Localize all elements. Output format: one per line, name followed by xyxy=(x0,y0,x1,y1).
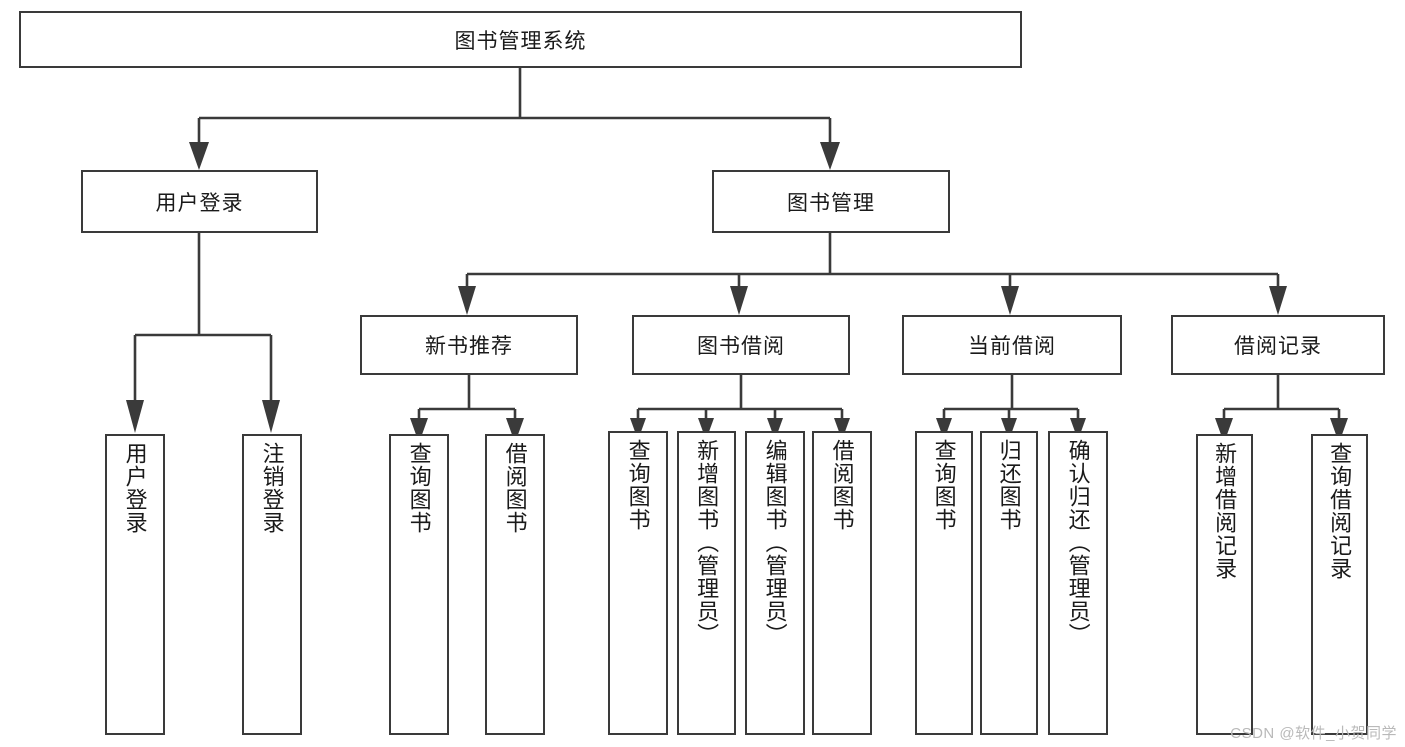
node-borrow-record[interactable]: 借阅记录 xyxy=(1171,315,1385,375)
node-book-management[interactable]: 图书管理 xyxy=(712,170,950,233)
leaf-recommend-borrow-book[interactable]: 借阅图书 xyxy=(485,434,545,735)
node-label: 查询图书 xyxy=(406,442,432,534)
node-label: 编辑图书（管理员） xyxy=(762,439,788,646)
leaf-current-return-book[interactable]: 归还图书 xyxy=(980,431,1038,735)
node-label: 当前借阅 xyxy=(968,335,1056,358)
leaf-borrow-query-book[interactable]: 查询图书 xyxy=(608,431,668,735)
node-new-book-recommend[interactable]: 新书推荐 xyxy=(360,315,578,375)
leaf-current-query-book[interactable]: 查询图书 xyxy=(915,431,973,735)
leaf-borrow-borrow-book[interactable]: 借阅图书 xyxy=(812,431,872,735)
node-label: 图书管理 xyxy=(787,191,875,215)
leaf-record-query-borrow-record[interactable]: 查询借阅记录 xyxy=(1311,434,1368,735)
leaf-user-login-signin[interactable]: 用户登录 xyxy=(105,434,165,735)
watermark-text: CSDN @软件_小贺同学 xyxy=(1230,725,1397,742)
node-label: 用户登录 xyxy=(155,191,244,215)
node-label: 图书借阅 xyxy=(697,335,785,358)
leaf-borrow-edit-book-admin[interactable]: 编辑图书（管理员） xyxy=(745,431,805,735)
node-label: 查询图书 xyxy=(931,439,957,531)
node-label: 借阅记录 xyxy=(1234,335,1322,358)
node-current-borrow[interactable]: 当前借阅 xyxy=(902,315,1122,375)
node-label: 借阅图书 xyxy=(502,442,528,534)
node-label: 新增图书（管理员） xyxy=(694,439,720,646)
node-book-borrow[interactable]: 图书借阅 xyxy=(632,315,850,375)
node-user-login[interactable]: 用户登录 xyxy=(81,170,318,233)
node-label: 新书推荐 xyxy=(425,335,513,358)
leaf-recommend-query-book[interactable]: 查询图书 xyxy=(389,434,449,735)
node-label: 用户登录 xyxy=(122,442,148,534)
leaf-borrow-add-book-admin[interactable]: 新增图书（管理员） xyxy=(677,431,736,735)
node-root-system[interactable]: 图书管理系统 xyxy=(19,11,1022,68)
node-label: 查询图书 xyxy=(625,439,651,531)
node-label: 确认归还（管理员） xyxy=(1065,439,1091,646)
leaf-current-confirm-return-admin[interactable]: 确认归还（管理员） xyxy=(1048,431,1108,735)
node-label: 图书管理系统 xyxy=(454,29,587,53)
node-label: 借阅图书 xyxy=(829,439,855,531)
leaf-record-add-borrow-record[interactable]: 新增借阅记录 xyxy=(1196,434,1253,735)
node-label: 注销登录 xyxy=(259,442,285,534)
node-label: 查询借阅记录 xyxy=(1327,442,1353,580)
node-label: 新增借阅记录 xyxy=(1212,442,1238,580)
leaf-user-login-signout[interactable]: 注销登录 xyxy=(242,434,302,735)
node-label: 归还图书 xyxy=(996,439,1022,531)
